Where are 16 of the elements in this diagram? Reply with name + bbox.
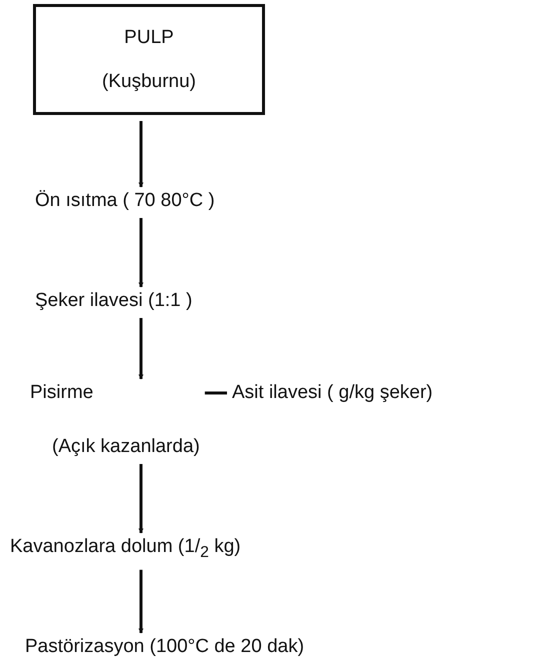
step-label: Şeker ilavesi (1:1 ) bbox=[35, 290, 192, 312]
arrow bbox=[138, 464, 144, 534]
arrow bbox=[138, 570, 144, 634]
step-note: (Kuşburnu) bbox=[102, 70, 196, 92]
step-note: (Açık kazanlarda) bbox=[52, 436, 200, 458]
arrow bbox=[138, 121, 144, 188]
step-label: PULP bbox=[124, 26, 174, 48]
step-label: Asit ilavesi ( g/kg şeker) bbox=[232, 382, 433, 404]
step-label: Pisirme bbox=[30, 382, 94, 404]
step-label: Kavanozlara dolum (1/$_{2}$ kg) bbox=[10, 536, 241, 563]
step-label: Ön ısıtma ( 70 80°C ) bbox=[35, 190, 215, 212]
process-box bbox=[33, 4, 265, 115]
step-label: Pastörizasyon (100°C de 20 dak) bbox=[25, 636, 304, 658]
connector-line bbox=[204, 392, 227, 394]
arrow bbox=[138, 318, 144, 380]
arrow bbox=[138, 218, 144, 288]
